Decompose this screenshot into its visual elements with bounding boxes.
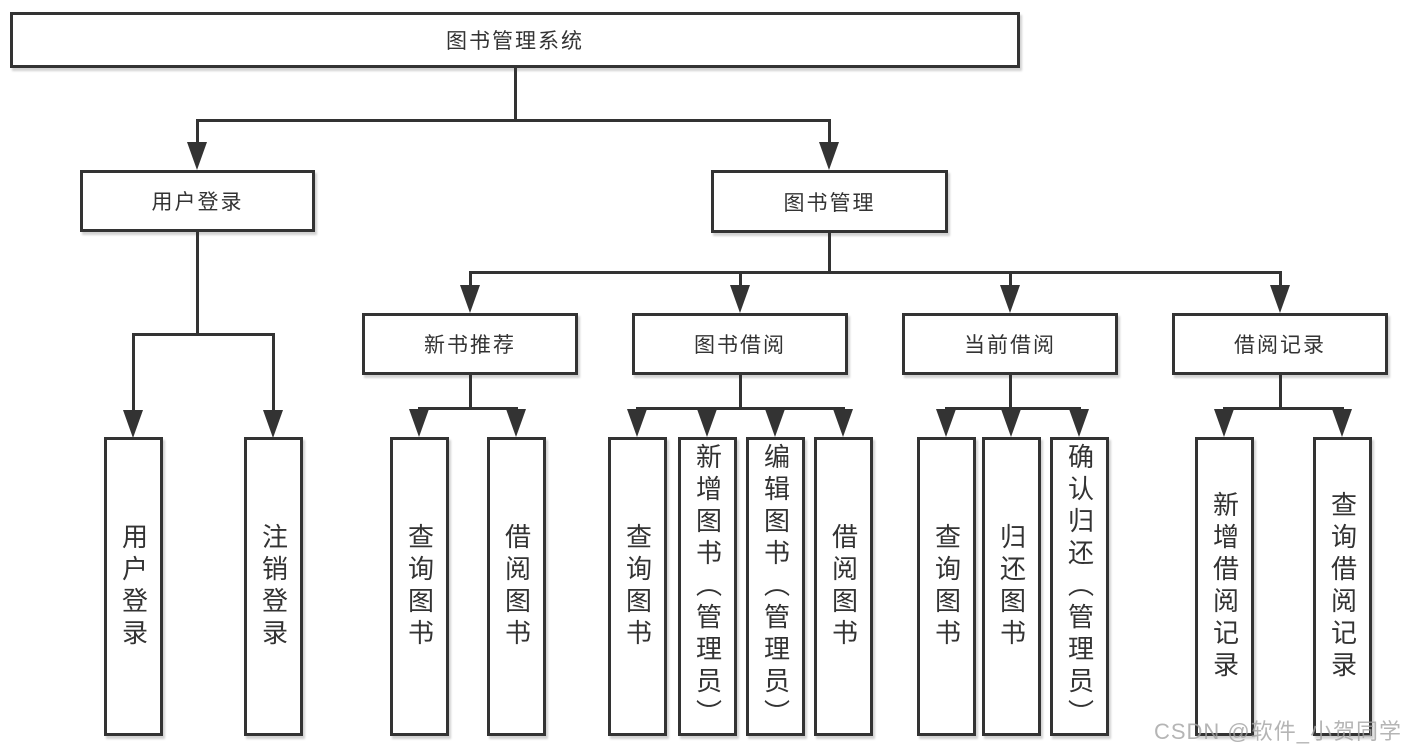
leaf-label: 用户登录 [118,522,149,651]
connector-borrow-records-bar [1223,407,1344,410]
arrow-to-query-books-recommend [409,409,429,437]
leaf-label: 借阅图书 [501,522,532,651]
node-label: 新书推荐 [424,334,516,357]
leaf-query-books-borrow: 查询图书 [608,437,667,736]
leaf-add-books-admin: 新增图书（管理员） [678,437,737,736]
connector-drop-leaf-login [132,333,135,413]
node-library-management-system: 图书管理系统 [10,12,1020,68]
leaf-query-books-recommend: 查询图书 [390,437,449,736]
connector-book-management-stem [828,233,831,273]
arrow-to-edit-books-admin [765,409,785,437]
node-label: 当前借阅 [964,334,1056,357]
node-current-borrowing: 当前借阅 [902,313,1118,375]
arrow-to-borrow-records [1270,285,1290,313]
arrow-to-query-books-borrow [627,409,647,437]
leaf-label: 借阅图书 [828,522,859,651]
node-user-login: 用户登录 [80,170,315,232]
node-label: 图书管理系统 [446,30,584,53]
leaf-confirm-return-admin: 确认归还（管理员） [1050,437,1109,736]
arrow-to-leaf-login [123,410,143,438]
arrow-to-query-books-current [936,409,956,437]
arrow-to-confirm-return-admin [1069,409,1089,437]
leaf-label: 查询图书 [622,522,653,651]
connector-drop-borrow-records [1279,271,1282,288]
leaf-label: 确认归还（管理员） [1064,442,1095,731]
connector-book-borrow-bar [636,407,845,410]
connector-book-management-bar [469,271,1281,274]
connector-current-borrow-stem [1009,375,1012,409]
connector-root-stem [514,68,517,121]
leaf-query-books-current: 查询图书 [917,437,976,736]
leaf-logout-login: 注销登录 [244,437,303,736]
arrow-to-add-books-admin [697,409,717,437]
connector-book-borrow-stem [739,375,742,409]
connector-user-login-bar [132,333,275,336]
connector-drop-leaf-logout [272,333,275,413]
arrow-to-leaf-logout [263,410,283,438]
arrow-to-borrow-books-recommend [506,409,526,437]
node-book-borrowing: 图书借阅 [632,313,848,375]
leaf-label: 归还图书 [996,522,1027,651]
leaf-query-borrow-record: 查询借阅记录 [1313,437,1372,736]
connector-current-borrow-bar [945,407,1081,410]
node-label: 用户登录 [151,191,244,214]
leaf-label: 新增图书（管理员） [692,442,723,731]
arrow-to-new-book [460,285,480,313]
leaf-return-books: 归还图书 [982,437,1041,736]
leaf-borrow-books-borrow: 借阅图书 [814,437,873,736]
node-book-management: 图书管理 [711,170,948,233]
leaf-user-login: 用户登录 [104,437,163,736]
arrow-to-current-borrow [1000,285,1020,313]
arrow-to-borrow-books-borrow [833,409,853,437]
leaf-add-borrow-record: 新增借阅记录 [1195,437,1254,736]
leaf-label: 查询借阅记录 [1327,490,1358,683]
leaf-label: 查询图书 [404,522,435,651]
arrow-to-book-borrow [730,285,750,313]
arrow-to-return-books [1001,409,1021,437]
arrow-to-book-management [819,142,839,170]
connector-borrow-records-stem [1279,375,1282,409]
connector-user-login-stem [196,232,199,336]
arrow-to-query-borrow-record [1332,409,1352,437]
connector-root-bar [196,119,831,122]
arrow-to-add-borrow-record [1214,409,1234,437]
node-label: 借阅记录 [1234,334,1326,357]
node-new-book-recommendation: 新书推荐 [362,313,578,375]
connector-new-book-bar [418,407,518,410]
connector-drop-book-management [828,119,831,147]
connector-drop-user-login [196,119,199,147]
leaf-label: 新增借阅记录 [1209,490,1240,683]
node-borrowing-records: 借阅记录 [1172,313,1388,375]
arrow-to-user-login [187,142,207,170]
node-label: 图书借阅 [694,334,786,357]
leaf-label: 编辑图书（管理员） [760,442,791,731]
connector-new-book-stem [469,375,472,409]
connector-drop-current-borrow [1009,271,1012,288]
connector-drop-book-borrow [739,271,742,288]
leaf-borrow-books-recommend: 借阅图书 [487,437,546,736]
leaf-label: 查询图书 [931,522,962,651]
node-label: 图书管理 [783,191,876,215]
csdn-watermark: CSDN @软件_小贺同学 [1153,719,1402,744]
connector-drop-new-book [469,271,472,288]
leaf-edit-books-admin: 编辑图书（管理员） [746,437,805,736]
leaf-label: 注销登录 [258,522,289,651]
